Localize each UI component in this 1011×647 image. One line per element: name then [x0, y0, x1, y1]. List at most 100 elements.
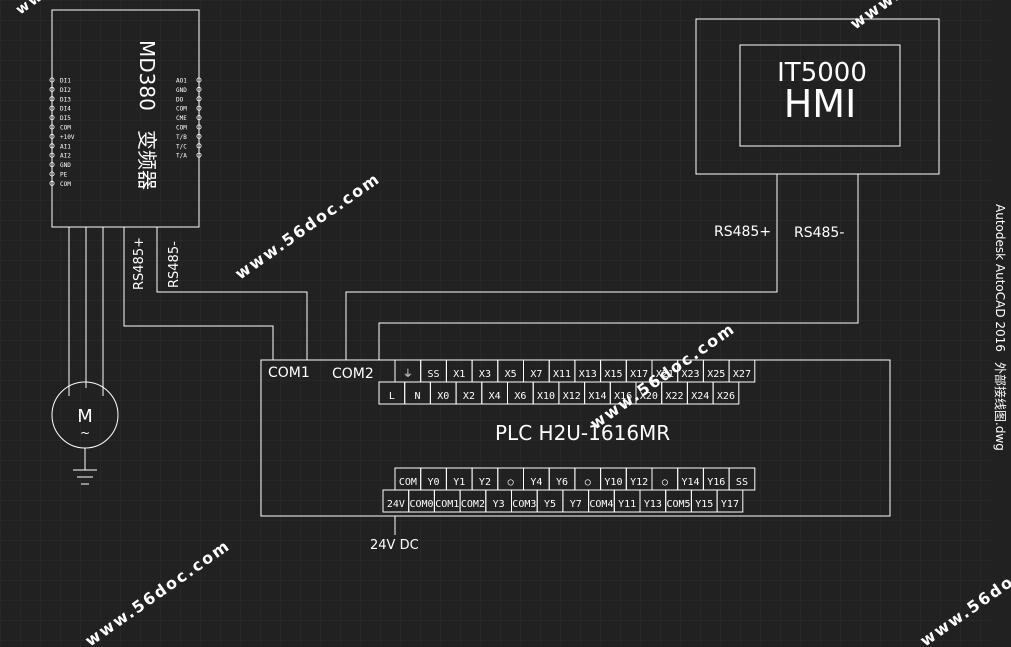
inverter-terminal-label: PE	[60, 172, 68, 179]
plc-terminal-label: Y3	[493, 499, 505, 510]
plc-terminal-label: X16	[614, 391, 632, 402]
plc-terminal-label: Y17	[721, 499, 739, 510]
plc-terminal-label: COM3	[512, 499, 536, 510]
inverter-terminal-dot	[196, 143, 202, 149]
plc-terminal-label: X10	[537, 391, 555, 402]
plc-terminal-label: L	[389, 391, 395, 402]
inverter-terminal-label: DO	[176, 96, 184, 103]
inverter-terminal-dot	[196, 105, 202, 111]
plc-terminal-label: Y15	[695, 499, 713, 510]
plc-terminal-label: X7	[530, 369, 542, 380]
plc-terminal-label: COM5	[667, 499, 691, 510]
wire-inv-rs485-plus	[123, 227, 274, 360]
inverter-terminal-dot	[49, 77, 55, 83]
plc-terminal-label: Y4	[530, 477, 542, 488]
plc-terminal-label: X13	[579, 369, 597, 380]
inverter-terminal-label: DI3	[60, 96, 71, 103]
plc-terminal-label: X24	[691, 391, 709, 402]
plc-terminal-label: COM0	[410, 499, 434, 510]
hmi-name: HMI	[784, 82, 857, 126]
label-inv-rs485-plus: RS485+	[132, 237, 147, 290]
motor-ac-symbol: ~	[80, 426, 90, 440]
inverter-terminal-label: GND	[176, 87, 187, 94]
hmi-outer-box[interactable]	[695, 18, 940, 175]
inverter-terminal-label: COM	[60, 125, 71, 132]
plc-terminal-label: Y16	[707, 477, 725, 488]
plc-terminal-label: X4	[489, 391, 501, 402]
inverter-terminal-dot	[196, 86, 202, 92]
plc-terminal-label: X3	[479, 369, 491, 380]
label-com2: COM2	[332, 366, 374, 382]
label-hmi-rs485-minus: RS485-	[794, 225, 844, 241]
inverter-terminal-dot	[49, 96, 55, 102]
inverter-name: 变频器	[135, 130, 159, 190]
plc-terminal-label: X20	[640, 391, 658, 402]
plc-terminal-label: X14	[588, 391, 606, 402]
inverter-terminal-dot	[49, 171, 55, 177]
label-24v-dc: 24V DC	[370, 538, 419, 553]
plc-terminal-label: X26	[717, 391, 735, 402]
plc-terminal-label: X15	[604, 369, 622, 380]
inverter-terminal-label: +10V	[60, 134, 75, 141]
inverter-terminal-dot	[49, 133, 55, 139]
inverter-terminal-dot	[49, 86, 55, 92]
motor-label: M	[77, 406, 93, 427]
plc-terminal-label: N	[415, 391, 421, 402]
plc-terminal-label: COM4	[589, 499, 613, 510]
inverter-terminal-label: DI1	[60, 78, 71, 85]
inverter-terminal-label: COM	[176, 106, 187, 113]
plc-terminal-label: SS	[736, 477, 748, 488]
inverter-terminal-label: DI2	[60, 87, 71, 94]
plc-terminal-label: X27	[733, 369, 751, 380]
plc-terminal-label: X22	[666, 391, 684, 402]
wire-inv-rs485-minus	[156, 227, 308, 360]
plc-terminal-label: X6	[514, 391, 526, 402]
plc-terminal-label: ○	[585, 477, 591, 488]
plc-terminal-label: ○	[662, 477, 668, 488]
plc-terminal-label: X0	[437, 391, 449, 402]
inverter-terminal-dot	[49, 162, 55, 168]
wire-hmi-rs485-plus	[345, 174, 778, 360]
plc-terminal-label: X1	[453, 369, 465, 380]
inverter-terminal-dot	[196, 77, 202, 83]
plc-terminal-cell[interactable]	[716, 489, 744, 513]
plc-terminal-label: Y6	[556, 477, 568, 488]
sidebar-app-name: Autodesk AutoCAD 2016	[993, 204, 1007, 352]
plc-terminal-label: ⏚	[403, 368, 413, 380]
inverter-terminal-dot	[196, 133, 202, 139]
plc-terminal-label: Y5	[544, 499, 556, 510]
inverter-terminal-label: AI2	[60, 153, 71, 160]
plc-terminal-label: Y2	[479, 477, 491, 488]
sidebar-file-name: 外部接线图.dwg	[993, 362, 1008, 451]
plc-terminal-label: ○	[508, 477, 514, 488]
plc-terminal-label: SS	[428, 369, 440, 380]
label-hmi-rs485-plus: RS485+	[714, 224, 771, 240]
hmi-model: IT5000	[777, 58, 867, 88]
plc-terminal-label: Y1	[453, 477, 465, 488]
inverter-terminal-dot	[196, 115, 202, 121]
plc-terminal-cell[interactable]	[728, 359, 756, 383]
plc-terminal-label: Y10	[604, 477, 622, 488]
plc-terminal-label: Y14	[682, 477, 700, 488]
plc-terminal-label: X2	[463, 391, 475, 402]
plc-terminal-label: Y12	[630, 477, 648, 488]
inverter-terminal-dot	[49, 143, 55, 149]
plc-terminal-label: X25	[707, 369, 725, 380]
inverter-terminal-dot	[196, 152, 202, 158]
plc-terminal-label: Y11	[618, 499, 636, 510]
inverter-terminal-label: COM	[176, 125, 187, 132]
plc-terminal-label: X21	[656, 369, 674, 380]
hmi-screen-box	[739, 44, 901, 147]
inverter-terminal-dot	[49, 180, 55, 186]
wire-hmi-rs485-minus	[378, 174, 859, 360]
inverter-terminal-dot	[49, 124, 55, 130]
plc-terminal-cell[interactable]	[712, 381, 740, 405]
inverter-box[interactable]	[51, 9, 200, 228]
plc-terminal-label: Y13	[644, 499, 662, 510]
inverter-terminal-dot	[49, 115, 55, 121]
